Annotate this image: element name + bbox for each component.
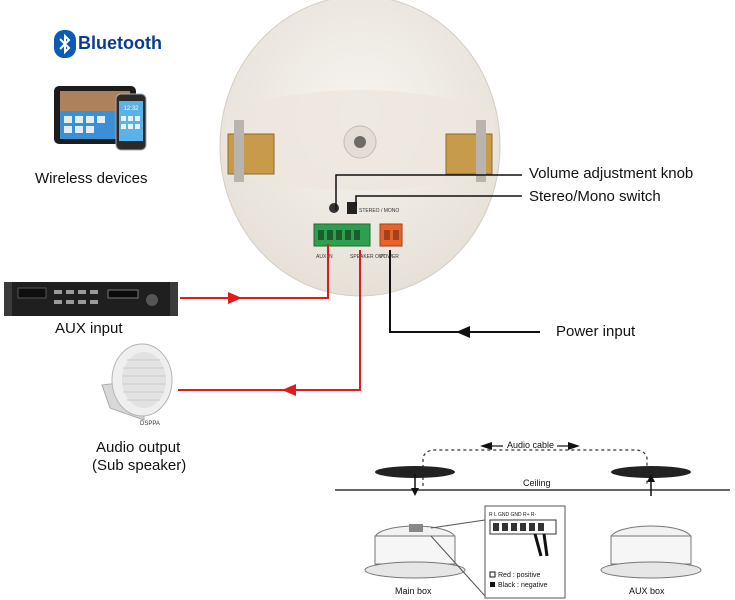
wiring-detail-box: R L GND GND R+ R- Red : positive Black :… bbox=[484, 505, 566, 599]
svg-text:STEREO / MONO: STEREO / MONO bbox=[359, 208, 399, 214]
power-input-label: Power input bbox=[556, 323, 636, 340]
bluetooth-logo: Bluetooth bbox=[54, 30, 174, 60]
bluetooth-icon bbox=[54, 30, 76, 58]
volume-knob-label: Volume adjustment knob bbox=[529, 165, 694, 182]
main-box-label: Main box bbox=[395, 586, 432, 596]
audio-output-label-line2: (Sub speaker) bbox=[92, 457, 187, 474]
smartphone: 12:32 bbox=[115, 93, 147, 151]
stereo-mono-switch: STEREO / MONO bbox=[347, 202, 399, 214]
stereo-mono-label: Stereo/Mono switch bbox=[529, 188, 661, 205]
aux-terminal-block: AUX IN SPEAKER OUT bbox=[313, 223, 386, 260]
legend-black: Black : negative bbox=[498, 582, 548, 589]
ceiling-label: Ceiling bbox=[523, 478, 551, 488]
bluetooth-wordmark: Bluetooth bbox=[78, 33, 162, 53]
svg-text:SPEAKER OUT: SPEAKER OUT bbox=[350, 254, 386, 260]
svg-text:AUX IN: AUX IN bbox=[316, 254, 333, 260]
legend-red: Red : positive bbox=[498, 572, 541, 579]
main-speaker-back: STEREO / MONO AUX IN SPEAKER OUT POWER bbox=[219, 0, 501, 297]
sub-speaker-image: DSPPA bbox=[101, 343, 173, 427]
aux-input-label: AUX input bbox=[55, 320, 123, 337]
aux-input-device bbox=[4, 282, 178, 316]
aux-box-label: AUX box bbox=[629, 586, 665, 596]
speaker-brand: DSPPA bbox=[140, 421, 160, 427]
aux-box-illustration bbox=[600, 525, 702, 579]
audio-output-label-line1: Audio output bbox=[96, 439, 181, 456]
audio-cable-label: Audio cable bbox=[507, 440, 554, 450]
mounting-clip-left bbox=[227, 120, 275, 182]
wireless-devices-label: Wireless devices bbox=[35, 170, 148, 187]
wireless-devices-illustration: 12:32 bbox=[54, 86, 147, 151]
installation-inset-diagram: Audio cable Ceiling Main box AUX box R L… bbox=[335, 440, 730, 599]
svg-text:R L GND GND R+ R-: R L GND GND R+ R- bbox=[489, 512, 537, 518]
mounting-clip-right bbox=[445, 120, 493, 182]
phone-time: 12:32 bbox=[123, 106, 139, 112]
main-box-illustration bbox=[364, 524, 466, 579]
